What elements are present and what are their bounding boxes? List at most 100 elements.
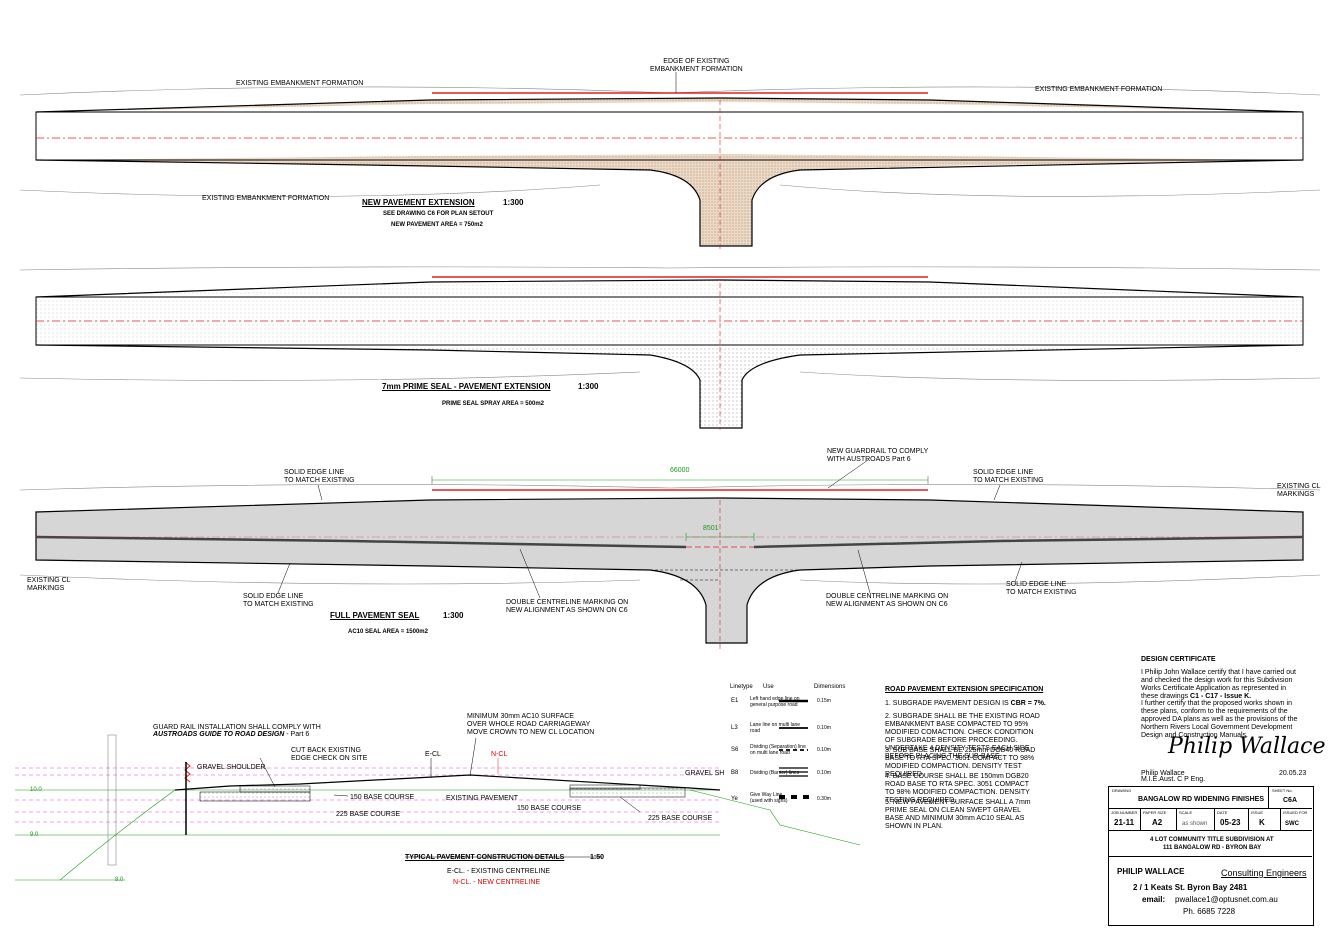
tb-address: 2 / 1 Keats St. Byron Bay 2481 (1133, 883, 1248, 892)
cutback-label: CUT BACK EXISTING EDGE CHECK ON SITE (291, 747, 368, 762)
plan2-scale: 1:300 (578, 382, 599, 391)
lt-dim-4: 0.30m (817, 796, 831, 802)
spec-title: ROAD PAVEMENT EXTENSION SPECIFICATION (885, 686, 1044, 693)
lt-dim-0: 0.15m (817, 698, 831, 704)
spec-p1: 1. SUBGRADE PAVEMENT DESIGN IS CBR = 7%. (885, 700, 1046, 707)
plan2-sub1: PRIME SEAL SPRAY AREA = 500m2 (442, 401, 544, 407)
tb-drawing-label: DRAWING (1112, 788, 1132, 793)
tb-paper-label: PAPER SIZE (1143, 810, 1167, 815)
dim-8501: 8501 (703, 525, 719, 532)
emb-bottom-label: EXISTING EMBANKMENT FORMATION (202, 195, 330, 202)
cert-name: Philip Wallace (1141, 770, 1185, 777)
existing-cl-right: EXISTING CL MARKINGS (1277, 483, 1321, 498)
spec-p3: 3. SUB BASE SHALL BE 225mm DGB40 ROAD BA… (885, 747, 1036, 778)
typical-section (15, 734, 861, 881)
plan3-sub1: AC10 SEAL AREA = 1500m2 (348, 629, 428, 635)
tb-job-label: JOB NUMBER (1111, 810, 1138, 815)
lt-code-1: L3 (731, 725, 738, 731)
plan3-title: FULL PAVEMENT SEAL (330, 611, 420, 620)
tb-job: 21-11 (1114, 818, 1135, 827)
cert-body1: I Philip John Wallace certify that I hav… (1141, 669, 1296, 700)
plan1-title: NEW PAVEMENT EXTENSION (362, 198, 475, 207)
legend-ncl: N-CL. - NEW CENTRELINE (453, 879, 541, 886)
lt-code-0: E1 (731, 698, 739, 704)
lt-use-3: Dividing (Barrier) lines (750, 770, 800, 776)
solid-edge-br: SOLID EDGE LINE TO MATCH EXISTING (1006, 581, 1077, 596)
base150-b: 150 BASE COURSE (517, 805, 582, 812)
plan-new-pavement (19, 72, 1321, 250)
tb-issued: SWC (1285, 821, 1299, 827)
plan1-scale: 1:300 (503, 198, 524, 207)
lt-h3: Dimensions (814, 684, 846, 690)
level-9a: 9.0 (30, 832, 39, 838)
dcm-right: DOUBLE CENTRELINE MARKING ON NEW ALIGNME… (826, 593, 949, 608)
plan2-title: 7mm PRIME SEAL - PAVEMENT EXTENSION (382, 382, 551, 391)
cert-title: DESIGN CERTIFICATE (1141, 656, 1216, 663)
tb-date: 05-23 (1220, 818, 1241, 827)
cert-body2: I further certify that the proposed work… (1141, 700, 1298, 739)
spec-p5: 5. NEW PAVEMENT SURFACE SHALL A 7mm PRIM… (885, 799, 1031, 830)
tb-sheet: C6A (1283, 797, 1298, 804)
cert-date: 20.05.23 (1279, 770, 1307, 777)
linetype-table (779, 699, 809, 799)
tb-issued-label: ISSUED FOR (1283, 810, 1308, 815)
tb-issue: K (1259, 818, 1265, 827)
emb-right-label: EXISTING EMBANKMENT FORMATION (1035, 86, 1163, 93)
ncl-label: N-CL (491, 751, 508, 758)
spec-p2: 2. SUBGRADE SHALL BE THE EXISTING ROAD E… (885, 713, 1040, 760)
lt-dim-3: 0.10m (817, 770, 831, 776)
solid-edge-tl: SOLID EDGE LINE TO MATCH EXISTING (284, 469, 355, 484)
lt-use-1: Lane line on multi lane road (750, 722, 801, 734)
guardrail-label: NEW GUARDRAIL TO COMPLY WITH AUSTROADS P… (827, 448, 929, 463)
lt-code-3: B8 (731, 770, 739, 776)
lt-use-0: Left hand edge line on general purpose r… (750, 696, 800, 708)
dcm-left: DOUBLE CENTRELINE MARKING ON NEW ALIGNME… (506, 599, 629, 614)
lt-h1: Linetype (730, 684, 753, 690)
plan1-sub2: NEW PAVEMENT AREA = 750m2 (391, 222, 483, 228)
level-8: 8.0 (115, 877, 124, 883)
emb-left-label: EXISTING EMBANKMENT FORMATION (236, 80, 364, 87)
tb-scale-label: SCALE (1179, 810, 1193, 815)
cert-quals: M.I.E.Aust. C P Eng. (1141, 776, 1206, 783)
base225-a: 225 BASE COURSE (336, 811, 401, 818)
edge-label: EDGE OF EXISTING EMBANKMENT FORMATION (650, 58, 743, 73)
tb-issue-label: ISSUE (1251, 810, 1264, 815)
level-10: 10.0 (30, 787, 42, 793)
plan-full-seal (19, 459, 1321, 650)
existing-pavement: EXISTING PAVEMENT (446, 795, 519, 802)
section-scale: 1:50 (590, 854, 605, 861)
lt-dim-1: 0.10m (817, 725, 831, 731)
existing-cl-left: EXISTING CL MARKINGS (27, 577, 71, 592)
gravel-right: GRAVEL SH (685, 770, 725, 777)
tb-date-label: DATE (1217, 810, 1228, 815)
lt-code-4: Ye (731, 796, 738, 802)
ecl-label: E-CL (425, 751, 441, 758)
spec-p4: 4. BASE COURSE SHALL BE 150mm DGB20 ROAD… (885, 773, 1030, 804)
lt-code-2: S6 (731, 747, 739, 753)
plan-prime-seal (19, 266, 1321, 430)
solid-edge-tr: SOLID EDGE LINE TO MATCH EXISTING (973, 469, 1044, 484)
tb-firm: PHILIP WALLACE (1117, 867, 1185, 876)
base150-a: 150 BASE COURSE (350, 794, 415, 801)
tb-project2: 111 BANGALOW RD - BYRON BAY (1163, 845, 1262, 851)
tb-phone: Ph. 6685 7228 (1183, 907, 1236, 916)
lt-use-4: Give Way Line (used with signs) (750, 792, 788, 804)
tb-email-label: email: (1142, 895, 1166, 904)
tb-sheet-label: SHEET No. (1272, 788, 1293, 793)
lt-use-2: Dividing (Separation) line on multi lane… (750, 744, 806, 756)
tb-email[interactable]: pwallace1@optusnet.com.au (1175, 895, 1278, 904)
guard-label: GUARD RAIL INSTALLATION SHALL COMPLY WIT… (153, 724, 321, 731)
tb-drawing: BANGALOW RD WIDENING FINISHES (1138, 796, 1264, 803)
tb-scale: as shown (1182, 821, 1208, 827)
tb-project1: 4 LOT COMMUNITY TITLE SUBDIVISION AT (1150, 837, 1274, 843)
plan3-scale: 1:300 (443, 611, 464, 620)
tb-firm-type: Consulting Engineers (1221, 868, 1307, 878)
gravel-left: GRAVEL SHOULDER (197, 764, 266, 771)
solid-edge-bl: SOLID EDGE LINE TO MATCH EXISTING (243, 593, 314, 608)
min30-label: MINIMUM 30mm AC10 SURFACE OVER WHOLE ROA… (467, 713, 595, 736)
section-title: TYPICAL PAVEMENT CONSTRUCTION DETAILS (405, 854, 565, 861)
signature: Philip Wallace (1168, 734, 1326, 759)
plan1-sub1: SEE DRAWING C6 FOR PLAN SETOUT (383, 211, 494, 217)
tb-paper: A2 (1152, 818, 1163, 827)
